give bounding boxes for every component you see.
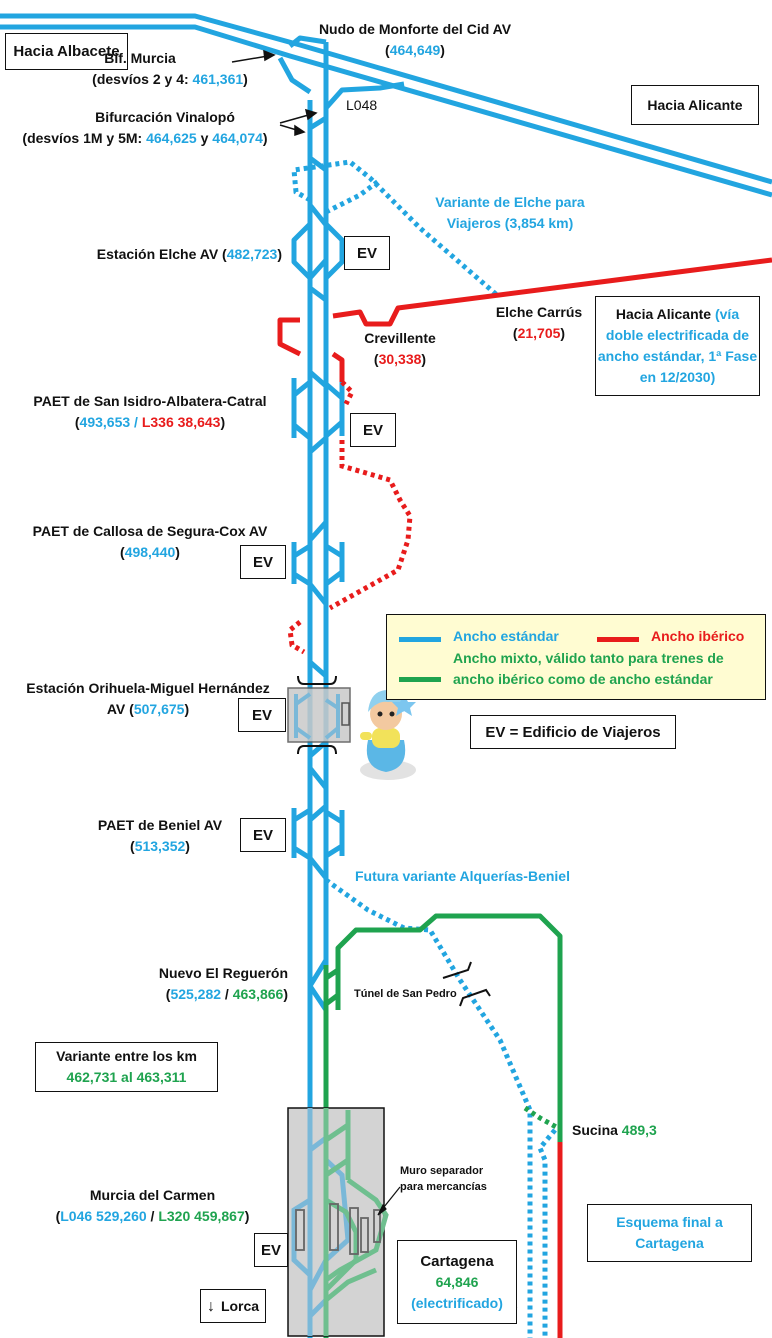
orihuela-label: Estación Orihuela-Miguel Hernández AV (5… xyxy=(26,680,270,717)
hacia-albacete-box: Hacia Albacete xyxy=(5,33,128,70)
ev-box-san-isidro: EV xyxy=(350,413,396,447)
mascot-doll-figure xyxy=(360,690,416,780)
tunel-label: Túnel de San Pedro xyxy=(354,988,457,1000)
legend: Ancho estándar Ancho ibérico Ancho mixto… xyxy=(386,614,766,700)
variante-km-box: Variante entre los km 462,731 al 463,311 xyxy=(35,1042,218,1092)
muro-label: Muro separador para mercancías xyxy=(400,1165,487,1193)
orihuela-tracks xyxy=(294,692,340,740)
beniel-label: PAET de Beniel AV (513,352) xyxy=(97,817,223,854)
futura-variante-dotted xyxy=(324,877,557,1338)
ev-box-elche: EV xyxy=(344,236,390,270)
monforte-label: Nudo de Monforte del Cid AV (464,649) xyxy=(318,21,512,58)
legend-swatch-mixed xyxy=(399,677,441,682)
legend-standard-label: Ancho estándar xyxy=(453,628,559,644)
ev-box-callosa: EV xyxy=(240,545,286,579)
regueron-label: Nuevo El Reguerón (525,282 / 463,866) xyxy=(158,965,288,1002)
iberian-line xyxy=(277,257,772,1338)
variante-elche-dotted xyxy=(291,159,500,298)
down-arrow-icon: ↓ xyxy=(206,1297,215,1315)
sucina-green-dotted xyxy=(523,1105,560,1131)
lorca-box: ↓ Lorca xyxy=(200,1289,266,1323)
esquema-final-box: Esquema final a Cartagena xyxy=(587,1204,752,1262)
bif-vinalopo-label: Bifurcación Vinalopó (desvíos 1M y 5M: 4… xyxy=(22,109,268,146)
legend-swatch-standard xyxy=(399,637,441,642)
legend-mixed-label-2: ancho ibérico como de ancho estándar xyxy=(453,671,713,687)
san-isidro-label: PAET de San Isidro-Albatera-Catral (493,… xyxy=(33,393,267,430)
murcia-platforms xyxy=(295,1203,381,1255)
ev-box-murcia: EV xyxy=(254,1233,288,1267)
orihuela-tunnel-brackets xyxy=(297,675,337,755)
sucina-label: Sucina 489,3 xyxy=(572,1122,657,1138)
bif-arrows xyxy=(231,49,318,137)
bif-murcia-label: Bif. Murcia (desvíos 2 y 4: 461,361) xyxy=(92,50,248,87)
elche-carrus-label: Elche Carrús (21,705) xyxy=(495,304,583,341)
crevillente-label: Crevillente (30,338) xyxy=(364,330,436,367)
muro-arrow xyxy=(377,1186,401,1216)
cartagena-box: Cartagena 64,846 (electrificado) xyxy=(397,1240,517,1324)
futura-variante-label: Futura variante Alquerías-Beniel xyxy=(355,868,570,884)
hacia-alicante-box: Hacia Alicante xyxy=(631,85,759,125)
legend-mixed-label-1: Ancho mixto, válido tanto para trenes de xyxy=(453,650,724,666)
legend-swatch-iberian xyxy=(597,637,639,642)
ev-definition-box: EV = Edificio de Viajeros xyxy=(470,715,676,749)
legend-iberian-label: Ancho ibérico xyxy=(651,628,745,644)
l048-label: L048 xyxy=(346,97,378,113)
iberian-dotted xyxy=(287,380,413,655)
murcia-label: Murcia del Carmen (L046 529,260 / L320 4… xyxy=(55,1187,250,1224)
hacia-alicante-note-box: Hacia Alicante (vía doble electrificada … xyxy=(595,296,760,396)
murcia-station-area xyxy=(287,1107,385,1337)
ev-box-beniel: EV xyxy=(240,818,286,852)
murcia-tracks-standard xyxy=(291,1108,351,1336)
murcia-tracks-mixed xyxy=(323,1108,389,1336)
elche-av-label: Estación Elche AV (482,723) xyxy=(96,246,282,262)
main-line-standard xyxy=(0,13,772,1338)
tunel-brackets xyxy=(442,961,491,1007)
variante-elche-label: Variante de Elche para Viajeros (3,854 k… xyxy=(435,194,585,231)
callosa-label: PAET de Callosa de Segura-Cox AV (498,44… xyxy=(32,523,268,560)
ev-box-orihuela: EV xyxy=(238,698,286,732)
